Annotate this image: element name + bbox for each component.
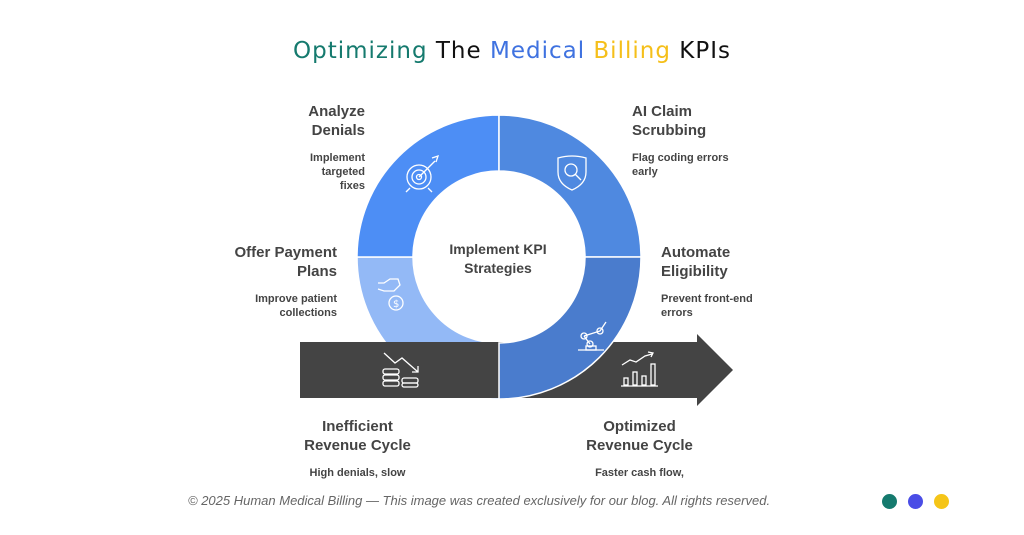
label-automate-eligibility: Automate Eligibility Prevent front-end e… <box>661 243 791 320</box>
page-title: Optimizing The Medical Billing KPIs <box>0 38 1024 64</box>
hand-money-icon: $ <box>377 278 404 311</box>
segment-title: Analyze Denials <box>308 103 365 139</box>
segment-analyze-denials <box>356 114 500 258</box>
shield-search-icon <box>557 155 587 191</box>
segment-title: Automate Eligibility <box>661 244 731 280</box>
copyright-footer: © 2025 Human Medical Billing — This imag… <box>188 493 771 508</box>
label-ai-claim-scrubbing: AI Claim Scrubbing Flag coding errors ea… <box>632 102 762 179</box>
state-desc: High denials, slow <box>309 467 406 479</box>
segment-ai-claim-scrubbing <box>498 114 642 258</box>
state-title: Inefficient Revenue Cycle <box>304 418 411 454</box>
target-icon <box>405 154 440 193</box>
title-word: KPIs <box>679 38 731 64</box>
label-analyze-denials: Analyze Denials Implement targeted fixes <box>215 102 365 193</box>
title-word: Billing <box>593 38 671 64</box>
svg-text:$: $ <box>393 299 399 310</box>
state-title: Optimized Revenue Cycle <box>586 418 693 454</box>
label-inefficient-cycle: Inefficient Revenue Cycle High denials, … <box>290 417 425 480</box>
label-optimized-cycle: Optimized Revenue Cycle Faster cash flow… <box>572 417 707 480</box>
title-word: Optimizing <box>293 38 428 64</box>
segment-desc: Implement targeted fixes <box>309 152 365 192</box>
segment-desc: Prevent front-end errors <box>661 293 753 319</box>
segment-title: AI Claim Scrubbing <box>632 103 707 139</box>
label-offer-payment-plans: Offer Payment Plans Improve patient coll… <box>207 243 337 320</box>
segment-desc: Flag coding errors early <box>632 152 729 178</box>
blue-dot <box>908 494 923 509</box>
robot-arm-icon <box>578 321 607 351</box>
title-word: The <box>435 38 482 64</box>
state-desc: Faster cash flow, <box>595 467 684 479</box>
growth-chart-icon <box>621 351 658 387</box>
segment-desc: Improve patient collections <box>255 293 337 319</box>
title-word: Medical <box>489 38 586 64</box>
center-label: Implement KPI Strategies <box>449 241 547 276</box>
segment-automate-eligibility <box>498 256 642 400</box>
declining-coins-icon <box>382 352 419 388</box>
segment-title: Offer Payment Plans <box>234 244 337 280</box>
yellow-dot <box>934 494 949 509</box>
teal-dot <box>882 494 897 509</box>
